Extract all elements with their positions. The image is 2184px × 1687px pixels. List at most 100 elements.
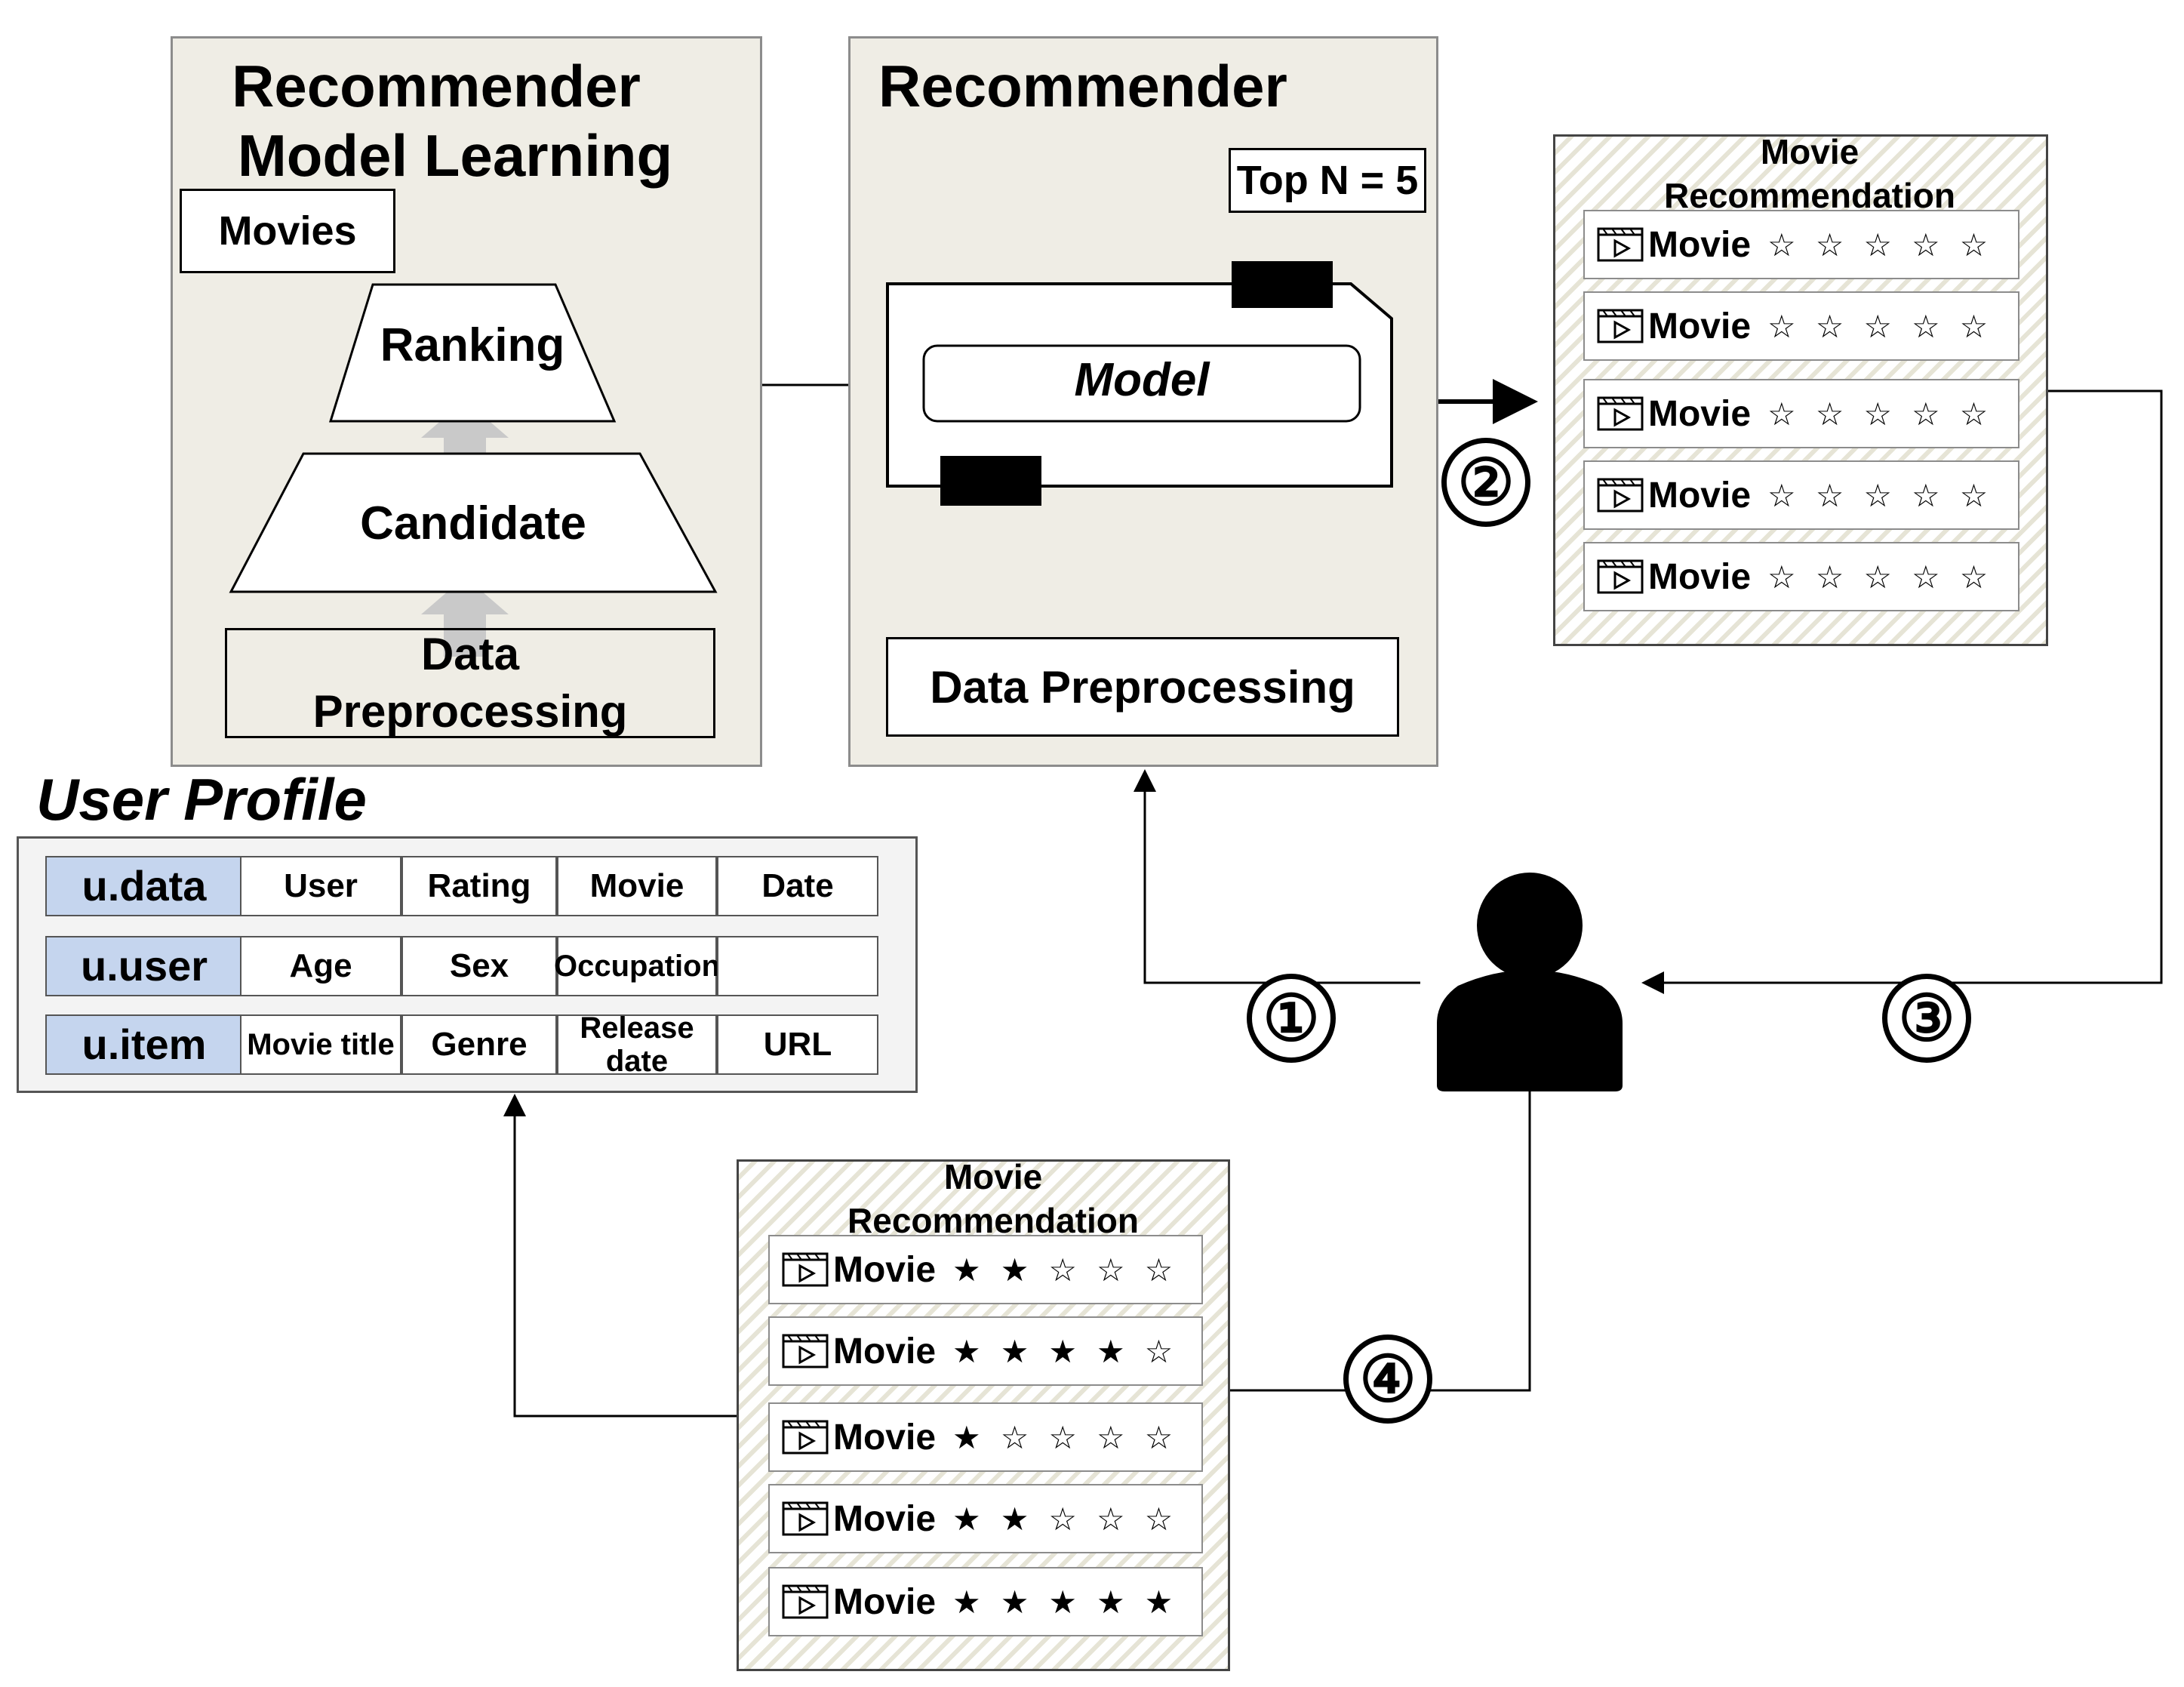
movie-label: Movie — [833, 1581, 937, 1622]
star-rating: ☆☆☆☆☆ — [1767, 559, 2007, 596]
step-2-badge: ② — [1441, 438, 1530, 527]
empty-star-icon: ☆ — [1959, 307, 2008, 345]
movie-row: Movie★★☆☆☆ — [768, 1484, 1203, 1553]
movie-label: Movie — [1648, 475, 1752, 516]
empty-star-icon: ☆ — [1863, 476, 1912, 514]
empty-star-icon: ☆ — [1815, 226, 1864, 263]
empty-star-icon: ☆ — [1767, 307, 1816, 345]
profile-file-name: u.item — [45, 1014, 243, 1075]
video-clip-icon — [1597, 309, 1644, 343]
recommendation-list-rated-title: Movie Recommendation — [737, 1155, 1250, 1242]
profile-field: Occupation — [554, 936, 720, 996]
recommender-preprocessing-box: Data Preprocessing — [886, 637, 1399, 737]
empty-star-icon: ☆ — [1863, 226, 1912, 263]
empty-star-icon: ☆ — [1912, 395, 1960, 433]
empty-star-icon: ☆ — [1959, 395, 2008, 433]
video-clip-icon — [782, 1501, 829, 1536]
empty-star-icon: ☆ — [1767, 226, 1816, 263]
movie-row: Movie★★★★★ — [768, 1567, 1203, 1636]
filled-star-icon: ★ — [1000, 1583, 1049, 1621]
preprocessing-up-arrow-icon — [421, 577, 509, 657]
movie-row: Movie☆☆☆☆☆ — [1583, 291, 2019, 361]
empty-star-icon: ☆ — [1767, 558, 1816, 596]
profile-field: User — [240, 856, 401, 916]
user-to-rated-line — [1230, 1087, 1531, 1392]
ranking-shape — [328, 283, 617, 423]
star-rating: ☆☆☆☆☆ — [1767, 308, 2007, 345]
empty-star-icon: ☆ — [1912, 307, 1960, 345]
empty-star-icon: ☆ — [1097, 1251, 1145, 1288]
user-icon — [1437, 873, 1623, 1091]
empty-star-icon: ☆ — [1863, 395, 1912, 433]
movie-row: Movie ☆☆☆☆☆ — [1583, 460, 2019, 530]
empty-star-icon: ☆ — [1144, 1332, 1193, 1370]
recommendation-list-top-title-line1: Movie — [1760, 132, 1859, 171]
profile-field: Rating — [401, 856, 557, 916]
filled-star-icon: ★ — [1048, 1583, 1097, 1621]
empty-star-icon: ☆ — [1767, 395, 1816, 433]
star-rating: ★☆☆☆☆ — [952, 1419, 1192, 1456]
movie-row: Movie★★★★☆ — [768, 1316, 1203, 1386]
movie-row: Movie★★☆☆☆ — [768, 1235, 1203, 1304]
filled-star-icon: ★ — [1048, 1332, 1097, 1370]
star-rating: ☆☆☆☆☆ — [1767, 396, 2007, 433]
video-clip-icon — [782, 1584, 829, 1619]
learning-preprocessing-line1: Data — [420, 629, 520, 679]
recommendation-list-top-title: Movie Recommendation — [1553, 130, 2066, 217]
movie-label: Movie — [833, 1249, 937, 1290]
recommendation-list-rated-title-line2: Recommendation — [847, 1201, 1139, 1240]
empty-star-icon: ☆ — [1767, 476, 1816, 514]
movie-row: Movie☆☆☆☆☆ — [1583, 379, 2019, 448]
recommender-title: Recommender — [878, 53, 1287, 119]
step-3-badge: ③ — [1882, 974, 1971, 1063]
step-4-label: ④ — [1359, 1344, 1417, 1415]
step-4-badge: ④ — [1343, 1335, 1432, 1424]
learning-preprocessing-box: Data Preprocessing — [225, 628, 715, 738]
model-label: Model — [1074, 354, 1210, 406]
empty-star-icon: ☆ — [1048, 1251, 1097, 1288]
empty-star-icon: ☆ — [1959, 226, 2008, 263]
recommendation-list-top-title-line2: Recommendation — [1664, 176, 1955, 215]
filled-star-icon: ★ — [952, 1332, 1001, 1370]
empty-star-icon: ☆ — [1815, 395, 1864, 433]
profile-file-name: u.data — [45, 856, 243, 916]
candidate-label: Candidate — [360, 497, 586, 550]
star-rating: ☆☆☆☆☆ — [1767, 477, 2007, 514]
empty-star-icon: ☆ — [1144, 1418, 1193, 1456]
empty-star-icon: ☆ — [1097, 1418, 1145, 1456]
model-component — [886, 261, 1393, 506]
movies-box: Movies — [180, 189, 395, 273]
movie-label: Movie — [833, 1417, 937, 1458]
profile-field: Sex — [401, 936, 557, 996]
recommendation-list-rated-title-line1: Movie — [943, 1157, 1043, 1196]
empty-star-icon: ☆ — [1815, 476, 1864, 514]
movie-label: Movie — [833, 1331, 937, 1371]
model-learning-title: Recommender Model Learning — [171, 51, 762, 190]
model-learning-title-line2: Model Learning — [237, 122, 673, 189]
recommender-preprocessing-label: Data Preprocessing — [930, 661, 1355, 713]
profile-field — [717, 936, 878, 996]
user-profile-title: User Profile — [36, 766, 367, 833]
model-learning-title-line1: Recommender — [232, 53, 641, 119]
star-rating: ☆☆☆☆☆ — [1767, 226, 2007, 263]
profile-field: Movie — [557, 856, 717, 916]
video-clip-icon — [1597, 559, 1644, 594]
step-3-label: ③ — [1898, 983, 1955, 1054]
filled-star-icon: ★ — [952, 1500, 1001, 1538]
empty-star-icon: ☆ — [1815, 558, 1864, 596]
movies-label: Movies — [218, 208, 357, 254]
profile-file-name: u.user — [45, 936, 243, 996]
video-clip-icon — [782, 1420, 829, 1455]
video-clip-icon — [782, 1252, 829, 1287]
empty-star-icon: ☆ — [1959, 558, 2008, 596]
filled-star-icon: ★ — [952, 1251, 1001, 1288]
profile-field: Movie title — [240, 1014, 401, 1075]
video-clip-icon — [1597, 478, 1644, 513]
ranking-label: Ranking — [380, 319, 565, 371]
empty-star-icon: ☆ — [1863, 307, 1912, 345]
profile-field: Date — [717, 856, 878, 916]
empty-star-icon: ☆ — [1048, 1500, 1097, 1538]
filled-star-icon: ★ — [1000, 1251, 1049, 1288]
empty-star-icon: ☆ — [1144, 1500, 1193, 1538]
user-to-recommender-arrow — [1134, 769, 1420, 984]
